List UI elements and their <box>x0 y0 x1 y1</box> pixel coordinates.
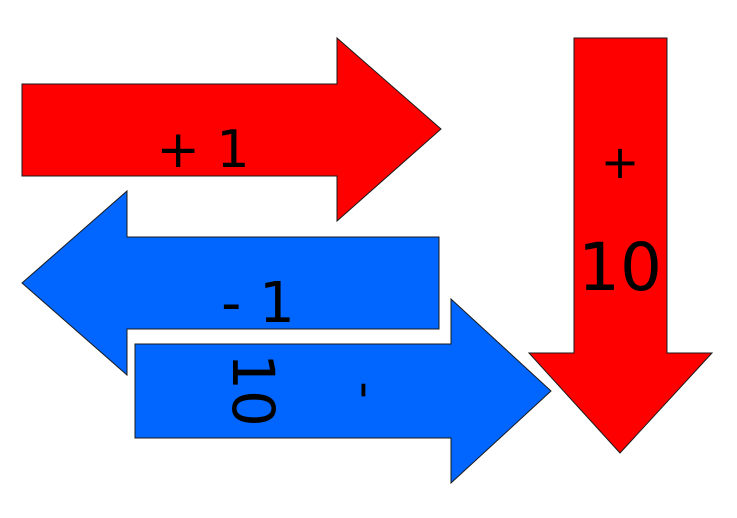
minus-ten-arrow-shape <box>134 297 552 485</box>
plus-one-arrow-shape <box>21 36 442 223</box>
minus-one-arrow-shape <box>21 189 440 377</box>
minus-ten-sign: - <box>338 381 394 398</box>
plus-one-arrow: + 1 <box>21 36 442 223</box>
plus-ten-number: 10 <box>578 229 662 306</box>
plus-ten-arrow-shape <box>527 37 714 454</box>
minus-one-label: - 1 <box>221 271 295 336</box>
plus-one-label: + 1 <box>156 120 249 180</box>
plus-ten-arrow: + 10 <box>527 37 714 454</box>
plus-ten-sign: + <box>601 135 640 189</box>
minus-ten-arrow: - 10 <box>134 297 552 485</box>
minus-one-arrow: - 1 <box>21 189 440 377</box>
minus-ten-number: 10 <box>219 353 287 427</box>
